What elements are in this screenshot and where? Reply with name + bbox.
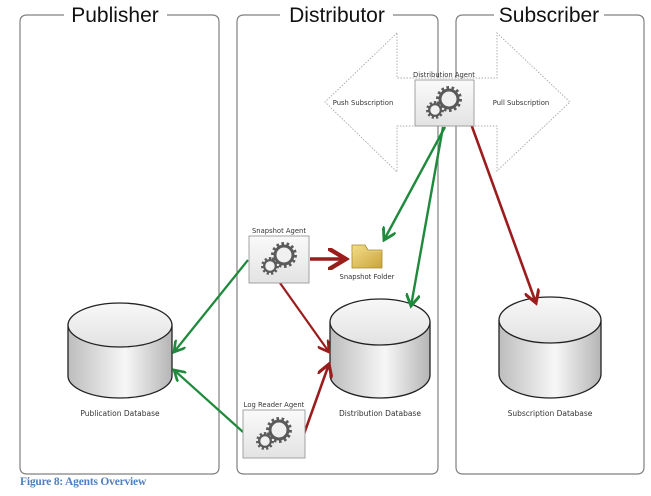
gear-hole bbox=[429, 104, 441, 116]
snapshot-folder: Snapshot Folder bbox=[340, 244, 395, 281]
figure-caption: Figure 8: Agents Overview bbox=[20, 476, 147, 488]
gear-hole bbox=[270, 421, 288, 439]
snapshot-agent: Snapshot Agent bbox=[248, 227, 310, 284]
folder-icon bbox=[351, 244, 383, 269]
gear-hole bbox=[275, 246, 293, 264]
publication-database-label: Publication Database bbox=[80, 409, 160, 418]
distribution-agent-label: Distribution Agent bbox=[413, 71, 475, 79]
subscriber-panel: Subscriber bbox=[455, 4, 645, 475]
subscription-database-label: Subscription Database bbox=[508, 409, 593, 418]
arrow-snapshot-agent-to-distribution-db bbox=[279, 282, 329, 352]
flow-arrows bbox=[174, 109, 536, 435]
gear-hole bbox=[264, 260, 276, 272]
snapshot-agent-label: Snapshot Agent bbox=[252, 227, 306, 235]
arrow-distribution-agent-to-distribution-db bbox=[411, 126, 445, 306]
pull-subscription-label: Pull Subscription bbox=[493, 99, 549, 107]
arrow-distribution-agent-to-folder bbox=[384, 126, 447, 240]
log-reader-agent-label: Log Reader Agent bbox=[244, 401, 305, 409]
publisher-panel: Publisher bbox=[19, 4, 220, 475]
gears-icon bbox=[261, 242, 297, 275]
subscription-database: Subscription Database bbox=[498, 296, 602, 418]
distributor-title: Distributor bbox=[289, 4, 385, 27]
distribution-database-label: Distribution Database bbox=[339, 409, 421, 418]
gears-icon bbox=[256, 417, 292, 450]
publisher-title: Publisher bbox=[71, 4, 159, 27]
snapshot-folder-label: Snapshot Folder bbox=[340, 273, 395, 281]
publication-database: Publication Database bbox=[67, 302, 173, 418]
arrow-log-reader-to-publication-db bbox=[174, 370, 244, 433]
distribution-agent: Distribution Agent bbox=[413, 71, 475, 127]
subscriber-title: Subscriber bbox=[499, 4, 599, 27]
arrow-distribution-agent-to-subscription-db bbox=[464, 109, 536, 303]
distribution-database: Distribution Database bbox=[329, 298, 431, 418]
arrow-snapshot-agent-to-publication-db bbox=[174, 259, 249, 352]
gear-hole bbox=[440, 90, 458, 108]
log-reader-agent: Log Reader Agent bbox=[242, 401, 306, 459]
push-subscription-label: Push Subscription bbox=[333, 99, 394, 107]
gear-hole bbox=[259, 435, 271, 447]
distributor-panel: Distributor bbox=[236, 4, 439, 475]
gears-icon bbox=[426, 86, 462, 119]
arrow-log-reader-to-distribution-db bbox=[302, 364, 329, 435]
